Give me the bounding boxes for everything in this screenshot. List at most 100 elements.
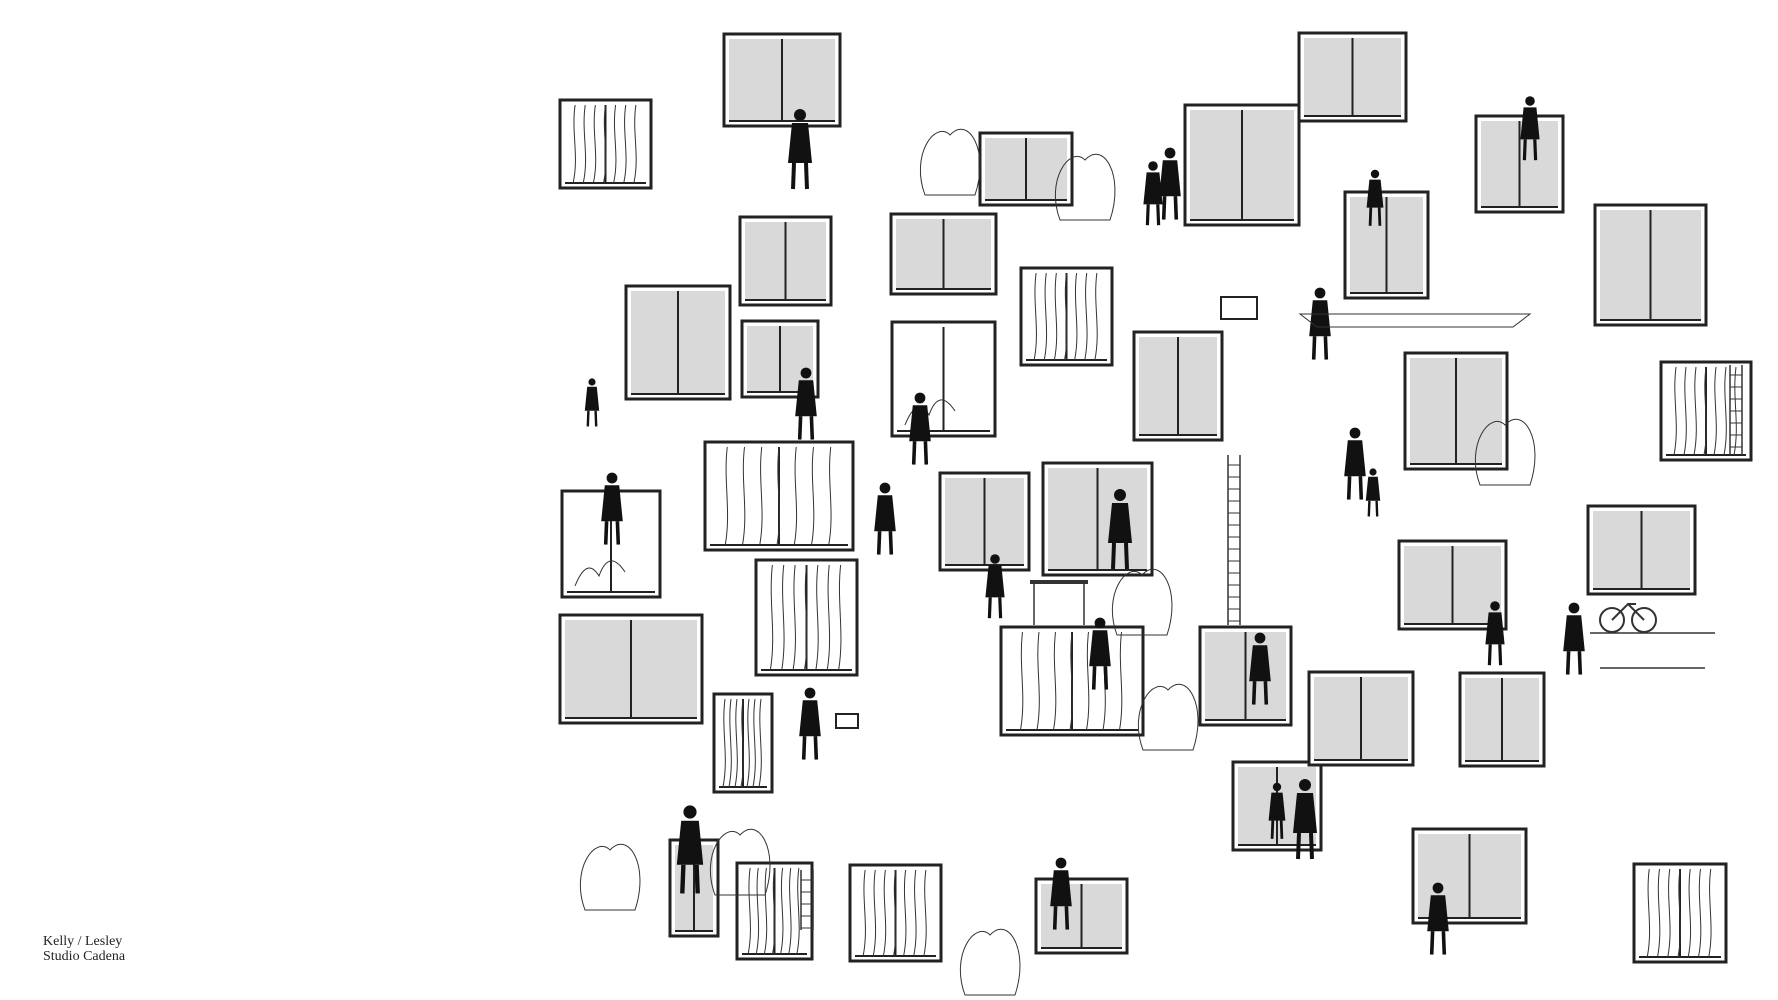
figure-silhouette-8 [1344, 427, 1366, 500]
curtain-fold [623, 104, 627, 184]
curtain-fold [781, 564, 785, 671]
picture-frame [1220, 296, 1258, 320]
figure-legs [911, 441, 929, 465]
curtain-fold [872, 869, 877, 957]
figure-legs [801, 736, 819, 760]
figure-silhouette-15 [1249, 632, 1271, 705]
figure-silhouette-6 [584, 378, 600, 427]
figure-silhouette-23 [1427, 882, 1449, 955]
figure-legs [1487, 644, 1503, 666]
figure-legs [1111, 542, 1129, 570]
figure-body [584, 386, 600, 411]
table-top [1030, 580, 1088, 584]
figure-body [985, 565, 1005, 598]
figure-head [606, 472, 618, 484]
figure-legs [1346, 476, 1364, 500]
window-10 [712, 692, 774, 794]
window-19 [1041, 461, 1154, 577]
figure-silhouette-3 [795, 367, 817, 440]
figure-head [990, 554, 1000, 564]
figure-silhouette-22 [1268, 782, 1286, 839]
curtain-fold [1667, 868, 1671, 958]
curtain-fold [763, 867, 768, 955]
figure-legs [1368, 207, 1382, 226]
figure-legs [1429, 931, 1447, 955]
curtain-fold [1698, 868, 1702, 958]
curtain-fold [1683, 366, 1687, 456]
curtain-fold [752, 698, 756, 788]
curtain-fold [1086, 631, 1090, 731]
figure-head [800, 367, 812, 379]
figure-legs [1311, 336, 1329, 360]
curtain-fold [1677, 868, 1681, 958]
plant-outline-5 [1474, 418, 1536, 486]
curtain-fold [1723, 366, 1727, 456]
figure-head [1314, 287, 1326, 299]
window-8 [558, 613, 704, 725]
figure-head [1148, 161, 1158, 171]
bicycle-wheel [1599, 607, 1625, 633]
figure-silhouette-9 [1108, 489, 1132, 570]
plant-outline-8 [709, 828, 771, 896]
figure-body [1249, 645, 1271, 682]
figure-head [683, 805, 697, 819]
figure-head [1432, 882, 1444, 894]
figure-silhouette-21 [1293, 779, 1317, 860]
figure-silhouette-5 [601, 472, 623, 545]
curtain-fold [793, 446, 798, 546]
figure-legs [680, 864, 700, 894]
figure-legs [1367, 500, 1379, 517]
curtain-fold [913, 869, 917, 957]
figure-silhouette-25 [1143, 161, 1163, 226]
curtain-fold [811, 446, 815, 546]
reflection-line [904, 399, 956, 426]
figure-body [788, 123, 812, 163]
curtain-fold [1687, 868, 1692, 958]
window-24 [1297, 31, 1408, 123]
window-31 [1397, 539, 1508, 631]
figure-body [1309, 300, 1331, 337]
window-9 [754, 558, 859, 677]
reflection-line [574, 560, 626, 587]
figure-silhouette-12 [676, 805, 704, 894]
curtain-fold [1033, 272, 1037, 361]
figure-silhouette-1 [788, 109, 812, 190]
figure-silhouette-11 [799, 687, 821, 760]
figure-silhouette-4 [909, 392, 931, 465]
figure-body [1293, 793, 1317, 833]
curtain-fold [572, 104, 576, 184]
window-26 [1343, 190, 1430, 300]
figure-head [1055, 857, 1067, 869]
figure-silhouette-20 [1485, 601, 1505, 666]
figure-legs [586, 410, 598, 427]
curtain-fold [1657, 868, 1661, 958]
figure-legs [1161, 196, 1179, 220]
figure-body [601, 485, 623, 522]
plant-outline-6 [959, 928, 1021, 996]
figure-head [914, 392, 926, 404]
window-20 [999, 625, 1145, 737]
curtain-fold [1036, 631, 1040, 731]
figure-body [1563, 615, 1585, 652]
figure-body [676, 820, 704, 865]
figure-body [795, 380, 817, 417]
curtain-fold [746, 698, 750, 788]
curtain-fold [815, 564, 819, 671]
curtain-fold [1673, 366, 1677, 456]
figure-legs [1251, 681, 1269, 705]
window-15 [978, 131, 1074, 207]
window-23 [1183, 103, 1301, 227]
figure-head [794, 109, 806, 121]
curtain-fold [792, 564, 796, 671]
figure-body [1427, 895, 1449, 932]
curtain-fold [1069, 631, 1073, 731]
window-22 [1132, 330, 1224, 442]
figure-legs [1565, 651, 1583, 675]
curtain-fold [1693, 366, 1697, 456]
curtain-fold [1119, 631, 1123, 731]
curtain-fold [740, 698, 744, 788]
figure-legs [1522, 139, 1538, 161]
figure-legs [1091, 666, 1109, 690]
window-17 [1019, 266, 1114, 367]
figure-legs [603, 521, 621, 545]
